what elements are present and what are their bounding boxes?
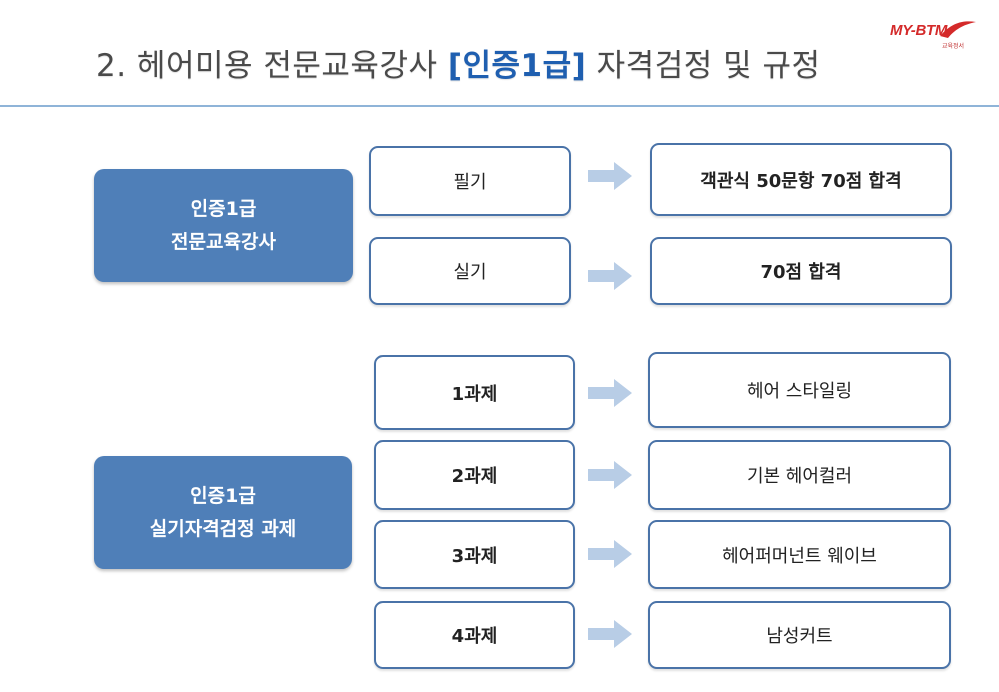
result-label: 70점 합격 [760,262,842,283]
category-line2: 전문교육강사 [171,230,276,253]
title-highlight: [인증1급] [447,48,587,84]
arrow-right-icon [588,262,632,290]
item-box-task-2: 2과제 [374,440,575,510]
result-box-task-4: 남성커트 [648,601,951,669]
item-label: 4과제 [451,626,498,647]
result-label: 헤어 스타일링 [746,381,853,402]
result-label: 남성커트 [766,626,833,647]
category-line1: 인증1급 [190,197,257,220]
result-label: 헤어퍼머넌트 웨이브 [722,545,877,567]
category-practical-exam: 인증1급 실기자격검정 과제 [94,456,352,569]
arrow-right-icon [588,620,632,648]
result-box-practical: 70점 합격 [650,237,952,305]
item-box-task-1: 1과제 [374,355,575,430]
arrow-right-icon [588,162,632,190]
title-suffix: 자격검정 및 규정 [586,48,821,84]
result-label: 기본 헤어컬러 [746,466,853,487]
item-label: 필기 [453,172,487,193]
logo-subtext: 교육정서 [942,43,965,50]
page-title: 2. 헤어미용 전문교육강사 [인증1급] 자격검정 및 규정 [96,40,821,85]
item-label: 2과제 [451,466,498,487]
result-box-task-2: 기본 헤어컬러 [648,440,951,510]
category-line2: 실기자격검정 과제 [149,517,297,540]
logo-text: MY-BTM [890,22,948,39]
item-label: 실기 [453,262,487,283]
result-box-written: 객관식 50문항 70점 합격 [650,143,952,216]
brand-logo: MY-BTM 교육정서 [890,18,978,52]
result-box-task-3: 헤어퍼머넌트 웨이브 [648,520,951,589]
category-instructor: 인증1급 전문교육강사 [94,169,353,282]
item-box-task-4: 4과제 [374,601,575,669]
item-box-practical: 실기 [369,237,571,305]
title-prefix: 2. 헤어미용 전문교육강사 [96,48,448,84]
category-line1: 인증1급 [190,484,256,507]
result-box-task-1: 헤어 스타일링 [648,352,951,428]
item-label: 3과제 [451,545,498,567]
item-box-task-3: 3과제 [374,520,575,589]
arrow-right-icon [588,540,632,568]
result-label: 객관식 50문항 70점 합격 [700,170,902,192]
item-box-written: 필기 [369,146,571,216]
item-label: 1과제 [451,383,498,405]
arrow-right-icon [588,461,632,489]
title-divider [0,105,999,107]
logo-swoosh-icon [940,21,976,38]
arrow-right-icon [588,379,632,407]
